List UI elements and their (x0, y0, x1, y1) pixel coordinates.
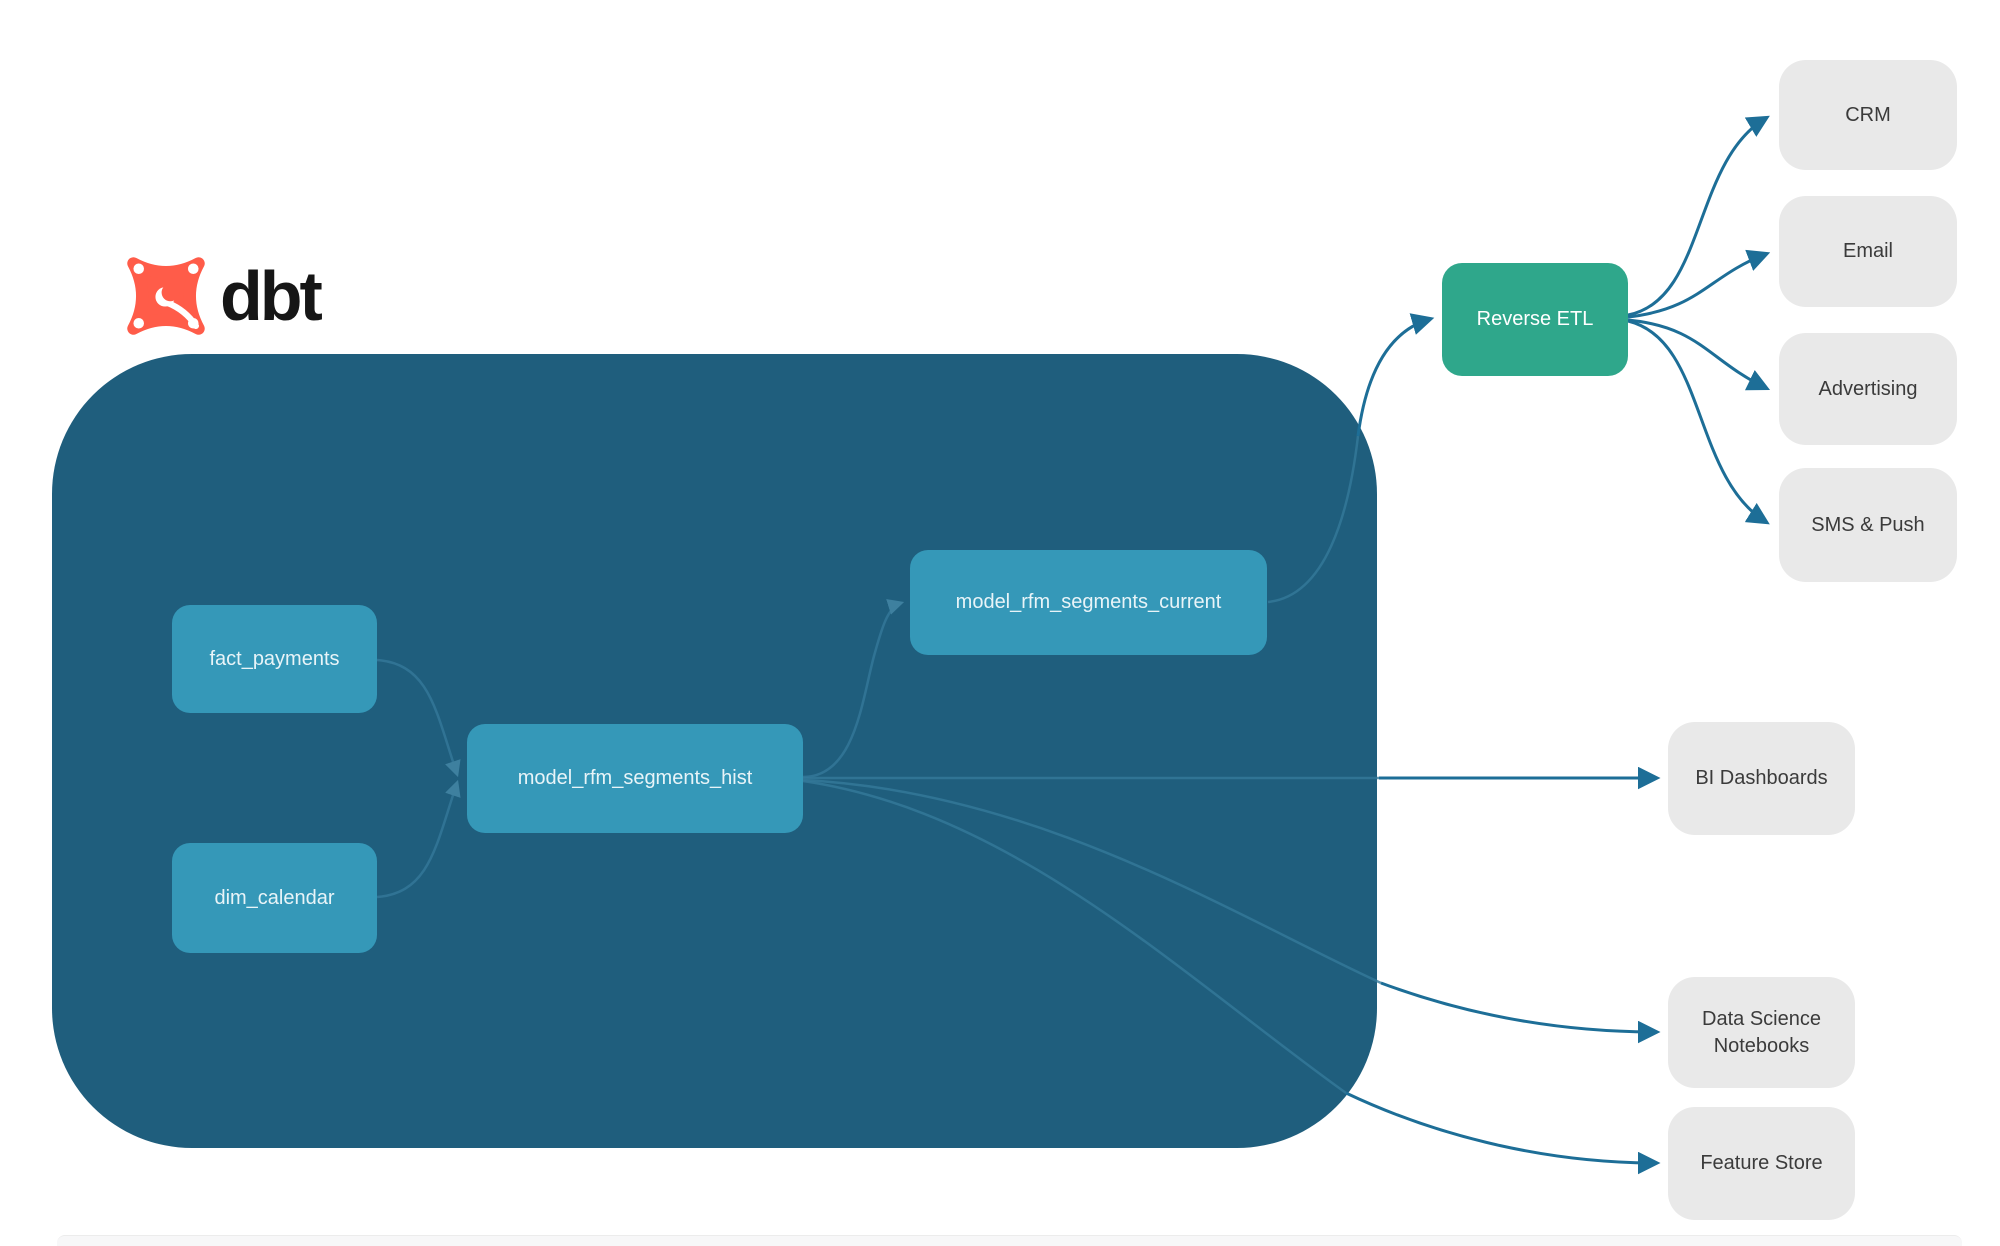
node-feature-store-label: Feature Store (1700, 1152, 1823, 1174)
edge-to-reverse-etl (1356, 313, 1435, 437)
node-fact-payments-label: fact_payments (209, 647, 340, 670)
node-feature-store: Feature Store (1668, 1107, 1855, 1220)
node-crm: CRM (1779, 60, 1957, 170)
dbt-wordmark: dbt (220, 257, 323, 335)
node-advertising: Advertising (1779, 333, 1957, 445)
node-email-label: Email (1842, 240, 1893, 262)
node-email: Email (1779, 196, 1957, 307)
edge-to-feature-store (1345, 1091, 1661, 1175)
edge-retl-to-crm (1627, 115, 1770, 317)
node-model-rfm-segments-hist: model_rfm_segments_hist (467, 724, 803, 833)
footer-strip (57, 1235, 1962, 1246)
node-crm-label: CRM (1845, 103, 1891, 126)
edge-retl-to-advertising (1627, 318, 1771, 391)
node-model-rfm-segments-hist-label: model_rfm_segments_hist (517, 767, 753, 789)
edge-to-data-science (1380, 981, 1661, 1044)
node-model-rfm-segments-current: model_rfm_segments_current (910, 550, 1267, 655)
node-data-science-notebooks-label: Data Science Notebooks (1702, 1007, 1821, 1057)
edge-retl-to-email (1627, 249, 1771, 319)
node-model-rfm-segments-current-label: model_rfm_segments_current (955, 591, 1222, 613)
dbt-logo-icon (127, 257, 205, 335)
node-sms-push: SMS & Push (1779, 468, 1957, 582)
node-fact-payments: fact_payments (172, 605, 377, 713)
node-data-science-notebooks: Data Science Notebooks (1668, 977, 1855, 1088)
node-bi-dashboards-label: BI Dashboards (1695, 767, 1828, 789)
node-reverse-etl-label: Reverse ETL (1476, 308, 1594, 330)
node-advertising-label: Advertising (1818, 377, 1918, 400)
node-reverse-etl: Reverse ETL (1442, 263, 1628, 376)
node-dim-calendar-label: dim_calendar (214, 886, 335, 909)
dbt-logo: dbt (122, 252, 323, 340)
edge-retl-to-sms (1627, 319, 1770, 525)
node-bi-dashboards: BI Dashboards (1668, 722, 1855, 835)
node-sms-push-label: SMS & Push (1811, 513, 1925, 536)
node-dim-calendar: dim_calendar (172, 843, 377, 953)
